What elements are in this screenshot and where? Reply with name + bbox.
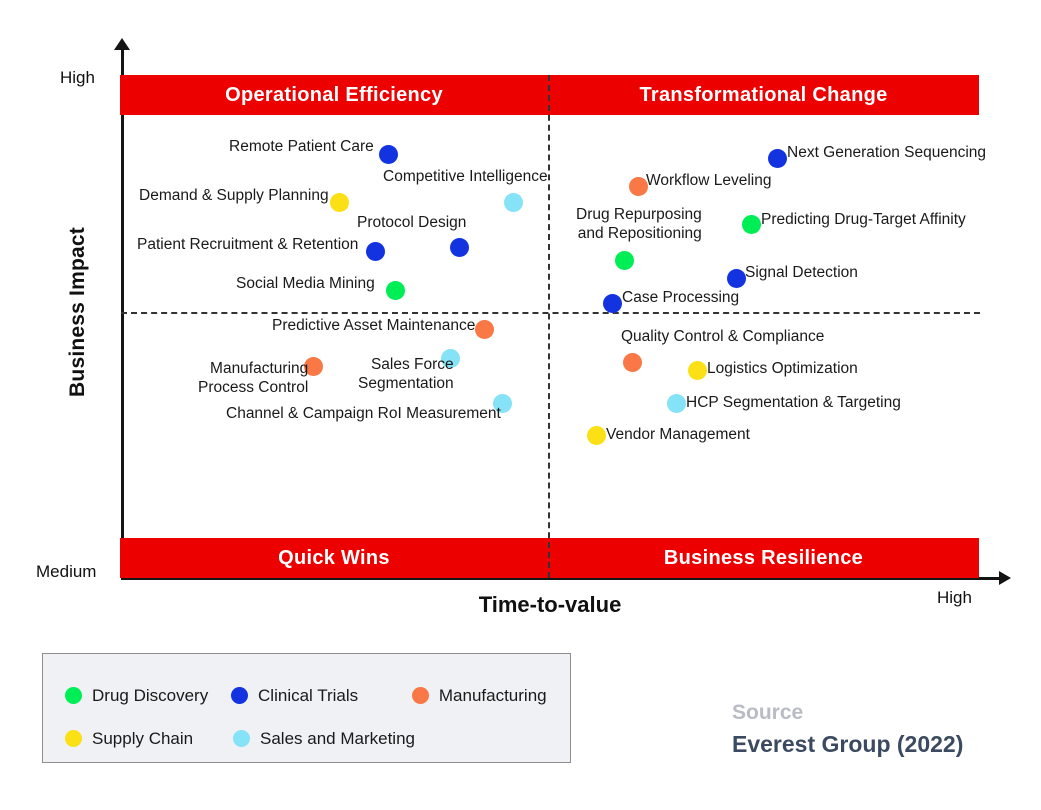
scatter-point-predictive-asset-maintenance[interactable] (475, 320, 494, 339)
quadrant-banner-operational-efficiency: Operational Efficiency (120, 75, 548, 115)
quadrant-banner-quick-wins: Quick Wins (120, 538, 548, 578)
legend-item-manufacturing[interactable]: Manufacturing (411, 685, 570, 706)
scatter-point-case-processing[interactable] (603, 294, 622, 313)
legend-swatch-icon (65, 687, 82, 704)
legend-item-label: Manufacturing (438, 685, 547, 705)
scatter-label-case-processing: Case Processing (622, 289, 740, 306)
source-value: Everest Group (2022) (732, 731, 964, 757)
scatter-point-predicting-drug-target-affinity[interactable] (742, 215, 761, 234)
legend-item-drug-discovery[interactable]: Drug Discovery (65, 686, 231, 706)
legend-item-sales-and-marketing[interactable]: Sales and Marketing (233, 729, 433, 749)
y-tick-medium: Medium (36, 562, 97, 581)
scatter-label-predicting-drug-target-affinity: Predicting Drug-Target Affinity (761, 211, 966, 228)
legend-swatch-icon (411, 687, 429, 704)
scatter-label-competitive-intelligence: Competitive Intelligence (383, 168, 548, 185)
scatter-label-social-media-mining: Social Media Mining (236, 275, 375, 292)
source-label: Source (732, 701, 804, 724)
scatter-point-demand-supply-planning[interactable] (330, 193, 349, 212)
scatter-point-social-media-mining[interactable] (386, 281, 405, 300)
scatter-label-workflow-leveling: Workflow Leveling (646, 172, 772, 189)
quadrant-divider-vertical (548, 75, 550, 578)
legend-swatch-icon (65, 730, 82, 747)
scatter-point-patient-recruitment-retention[interactable] (366, 242, 385, 261)
scatter-point-protocol-design[interactable] (450, 238, 469, 257)
scatter-label-predictive-asset-maintenance: Predictive Asset Maintenance (272, 317, 476, 334)
legend-item-supply-chain[interactable]: Supply Chain (65, 729, 233, 749)
legend-row: Supply Chain Sales and Marketing (65, 717, 570, 760)
quadrant-banner-business-resilience: Business Resilience (548, 538, 979, 578)
legend: Drug Discovery Clinical Trials Manufactu… (42, 653, 571, 763)
scatter-point-hcp-segmentation-targeting[interactable] (667, 394, 686, 413)
y-axis-title: Business Impact (66, 227, 89, 397)
scatter-point-sales-force-segmentation[interactable] (441, 349, 460, 368)
x-axis-arrow-icon (999, 571, 1011, 585)
scatter-point-competitive-intelligence[interactable] (504, 193, 523, 212)
legend-item-label: Sales and Marketing (260, 728, 415, 748)
scatter-point-next-generation-sequencing[interactable] (768, 149, 787, 168)
scatter-label-demand-supply-planning: Demand & Supply Planning (139, 187, 329, 204)
scatter-label-vendor-management: Vendor Management (606, 426, 750, 443)
y-axis-arrow-icon (114, 38, 130, 50)
scatter-point-workflow-leveling[interactable] (629, 177, 648, 196)
quadrant-divider-horizontal (121, 312, 980, 314)
scatter-label-patient-recruitment-retention: Patient Recruitment & Retention (137, 236, 359, 253)
x-axis-line (121, 577, 1001, 580)
y-tick-high: High (60, 68, 95, 87)
scatter-label-signal-detection: Signal Detection (745, 264, 858, 281)
scatter-label-hcp-segmentation-targeting: HCP Segmentation & Targeting (686, 394, 901, 411)
quadrant-banner-transformational-change: Transformational Change (548, 75, 979, 115)
scatter-label-remote-patient-care: Remote Patient Care (229, 138, 374, 155)
x-axis-title: Time-to-value (478, 592, 622, 617)
scatter-point-signal-detection[interactable] (727, 269, 746, 288)
scatter-point-vendor-management[interactable] (587, 426, 606, 445)
scatter-label-channel-campaign-roi-measurement: Channel & Campaign RoI Measurement (226, 405, 501, 422)
legend-swatch-icon (231, 687, 249, 704)
legend-item-clinical-trials[interactable]: Clinical Trials (231, 686, 412, 706)
x-tick-high: High (937, 588, 972, 607)
scatter-point-quality-control-compliance[interactable] (623, 353, 642, 372)
scatter-point-remote-patient-care[interactable] (379, 145, 398, 164)
scatter-label-manufacturing-process-control: Manufacturing Process Control (198, 360, 309, 396)
scatter-point-manufacturing-process-control[interactable] (304, 357, 323, 376)
scatter-point-logistics-optimization[interactable] (688, 361, 707, 380)
legend-item-label: Clinical Trials (258, 685, 359, 705)
scatter-label-protocol-design: Protocol Design (357, 214, 467, 231)
scatter-label-next-generation-sequencing: Next Generation Sequencing (787, 144, 987, 161)
scatter-label-sales-force-segmentation: Sales Force Segmentation (358, 356, 454, 392)
scatter-point-drug-repurposing-and-repositioning[interactable] (615, 251, 634, 270)
source-attribution: Source Everest Group (2022) (732, 698, 963, 760)
legend-row: Drug Discovery Clinical Trials Manufactu… (65, 674, 570, 717)
legend-swatch-icon (233, 730, 250, 747)
legend-item-label: Supply Chain (92, 728, 194, 748)
legend-item-label: Drug Discovery (92, 685, 209, 705)
scatter-label-quality-control-compliance: Quality Control & Compliance (621, 328, 825, 345)
scatter-point-channel-campaign-roi-measurement[interactable] (493, 394, 512, 413)
scatter-label-drug-repurposing-and-repositioning: Drug Repurposing and Repositioning (576, 206, 702, 242)
scatter-label-logistics-optimization: Logistics Optimization (707, 360, 858, 377)
